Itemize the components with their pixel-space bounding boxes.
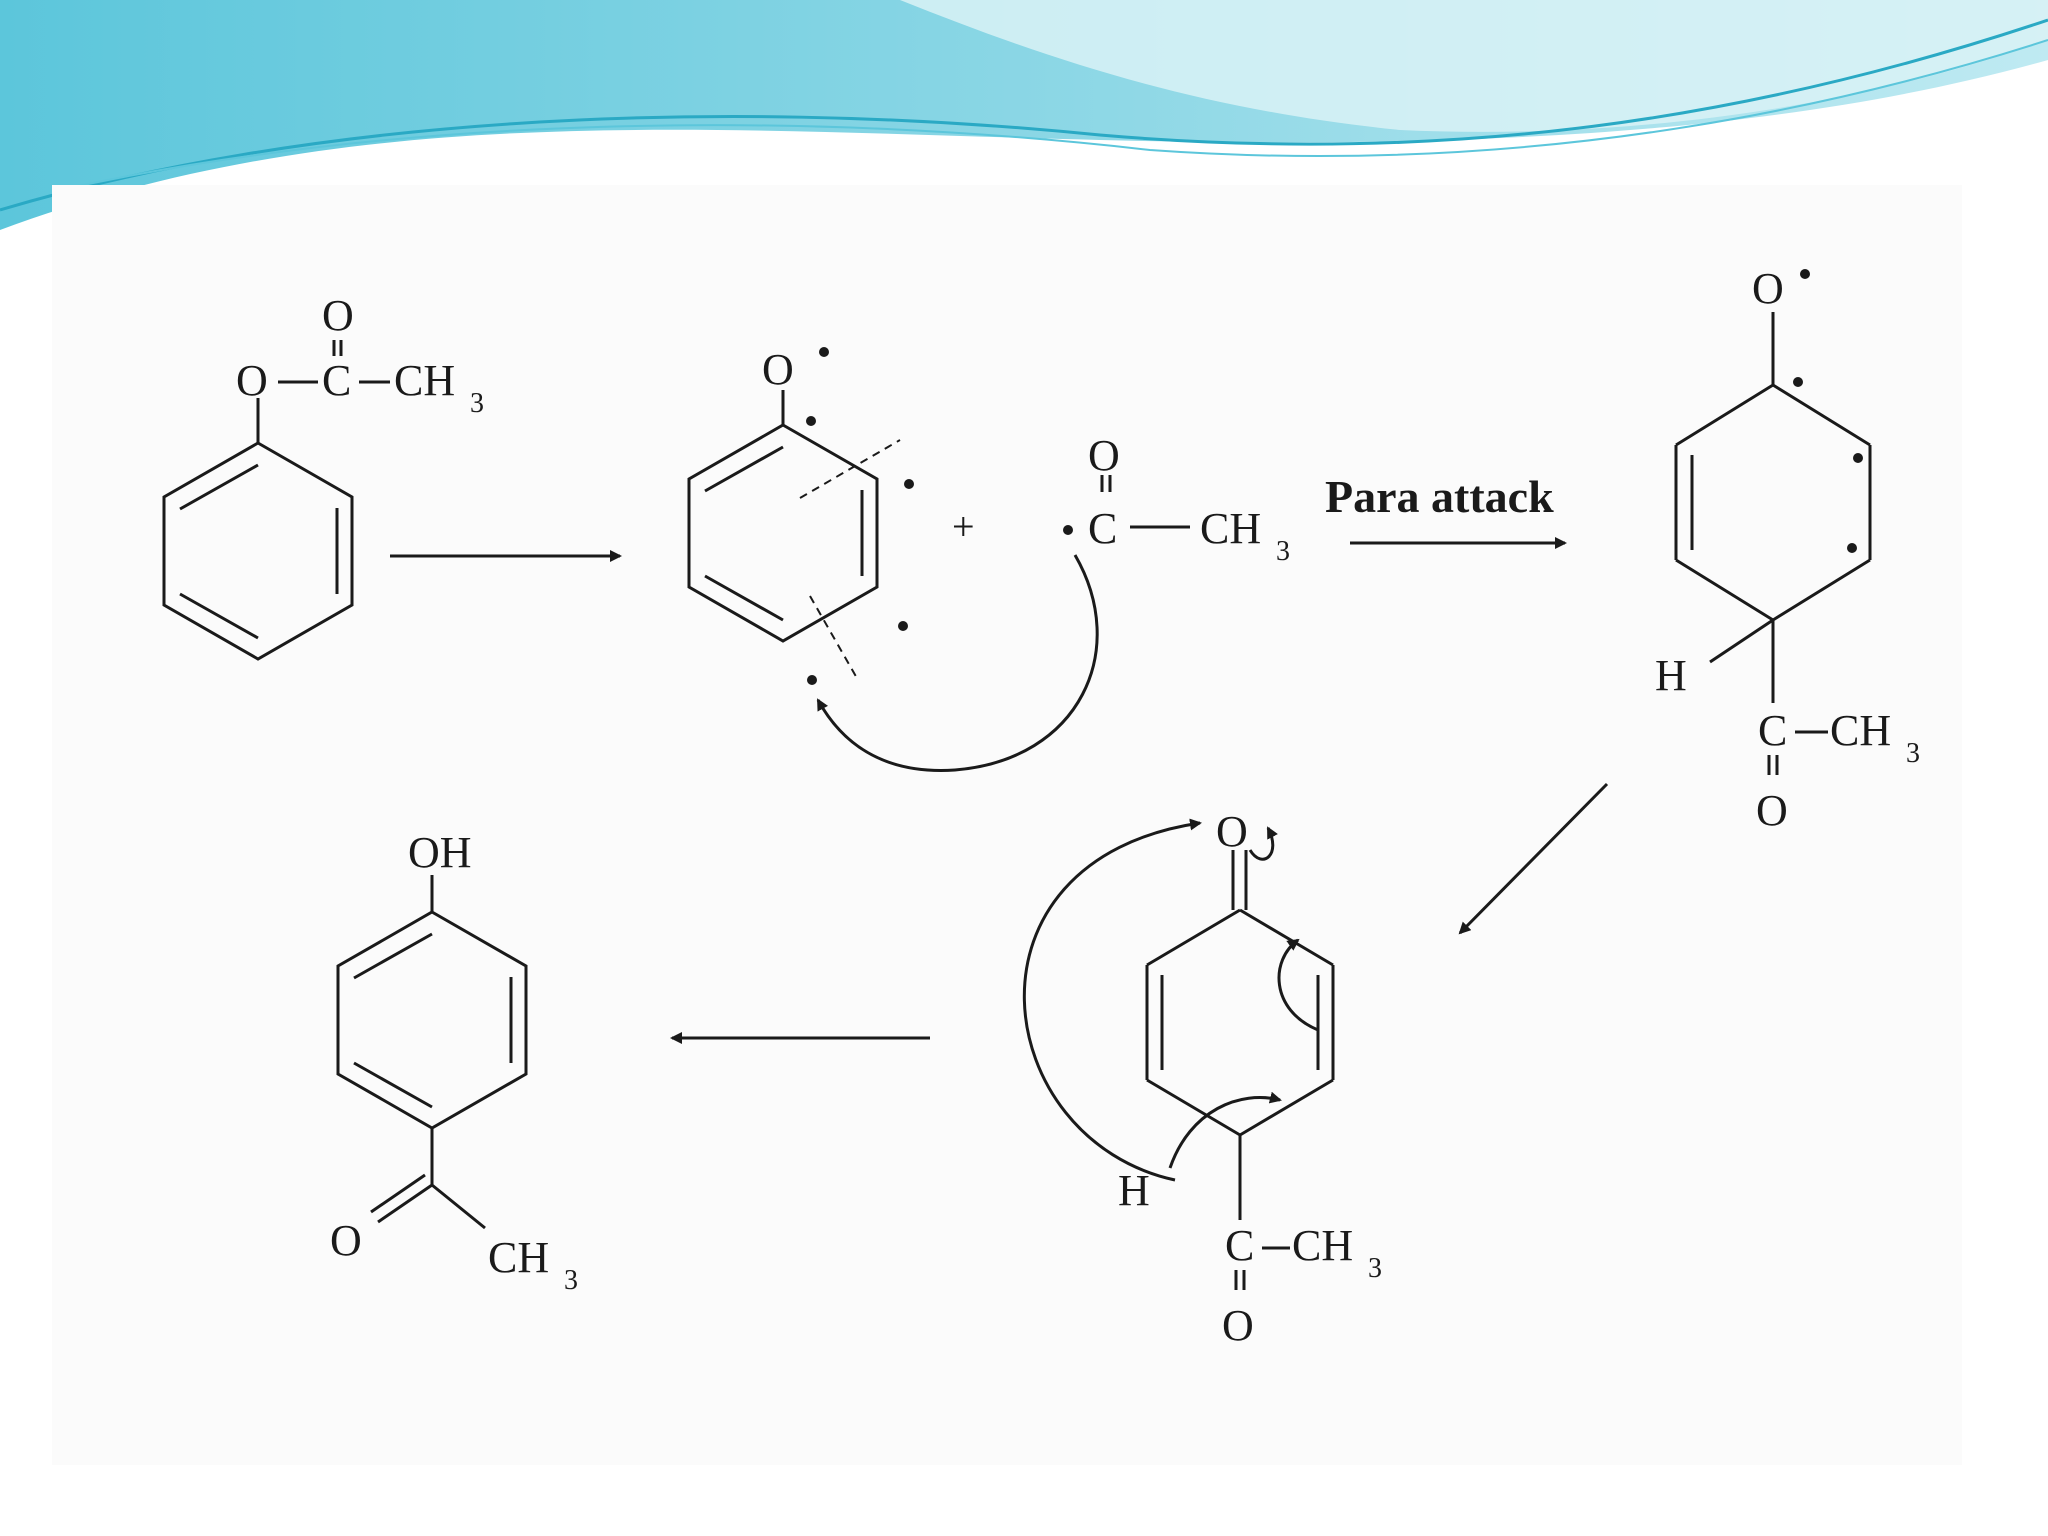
subscript: 3 — [1276, 536, 1290, 567]
phenyl-acetate-labels: O C O CH 3 — [236, 291, 484, 419]
atom-label: O — [1756, 786, 1788, 835]
atom-label: C — [1225, 1221, 1254, 1270]
atom-label: O — [1088, 431, 1120, 480]
phenoxy-labels: O + C O CH 3 — [762, 345, 1290, 567]
radical-dots — [806, 347, 1073, 685]
atom-label: H — [1118, 1166, 1150, 1215]
header-wave — [0, 0, 2048, 230]
atom-label: O — [1216, 807, 1248, 856]
atom-label: C — [1758, 706, 1787, 755]
para-labels: O H C CH 3 O — [1655, 264, 1920, 835]
atom-label: O — [236, 356, 268, 405]
atom-label: CH — [394, 356, 455, 405]
atom-label: O — [1222, 1301, 1254, 1350]
atom-label: C — [1088, 504, 1117, 553]
subscript: 3 — [564, 1265, 578, 1296]
atom-label: CH — [1292, 1221, 1353, 1270]
arrow-caption: Para attack — [1325, 471, 1554, 522]
subscript: 3 — [1906, 738, 1920, 769]
atom-label: OH — [408, 828, 472, 877]
acetyl-radical-bonds — [1100, 475, 1190, 529]
para-intermediate — [1674, 312, 1872, 775]
dienone-intermediate — [1145, 850, 1335, 1290]
dienone-curved-arrows — [1022, 818, 1319, 1182]
curved-arrow — [816, 554, 1099, 772]
atom-label: H — [1655, 651, 1687, 700]
phenoxy-radical — [687, 390, 901, 681]
subscript: 3 — [1368, 1253, 1382, 1284]
atom-label: O — [762, 345, 794, 394]
mechanism-diagram: O C O CH 3 O + C — [162, 264, 1920, 1350]
phenyl-acetate — [162, 340, 390, 661]
plus-sign: + — [952, 504, 975, 549]
hydroxyacetophenone-labels: OH O CH 3 — [330, 828, 578, 1296]
atom-label: O — [330, 1216, 362, 1265]
reaction-arrow — [1458, 782, 1609, 935]
atom-label: CH — [488, 1233, 549, 1282]
atom-label: O — [1752, 264, 1784, 313]
hydroxyacetophenone — [336, 875, 528, 1230]
para-radical-dots — [1793, 269, 1863, 553]
subscript: 3 — [470, 388, 484, 419]
atom-label: CH — [1830, 706, 1891, 755]
atom-label: O — [322, 291, 354, 340]
figure-panel — [52, 185, 1962, 1465]
dienone-labels: O H C CH 3 O — [1118, 807, 1382, 1350]
atom-label: C — [322, 356, 351, 405]
atom-label: CH — [1200, 504, 1261, 553]
